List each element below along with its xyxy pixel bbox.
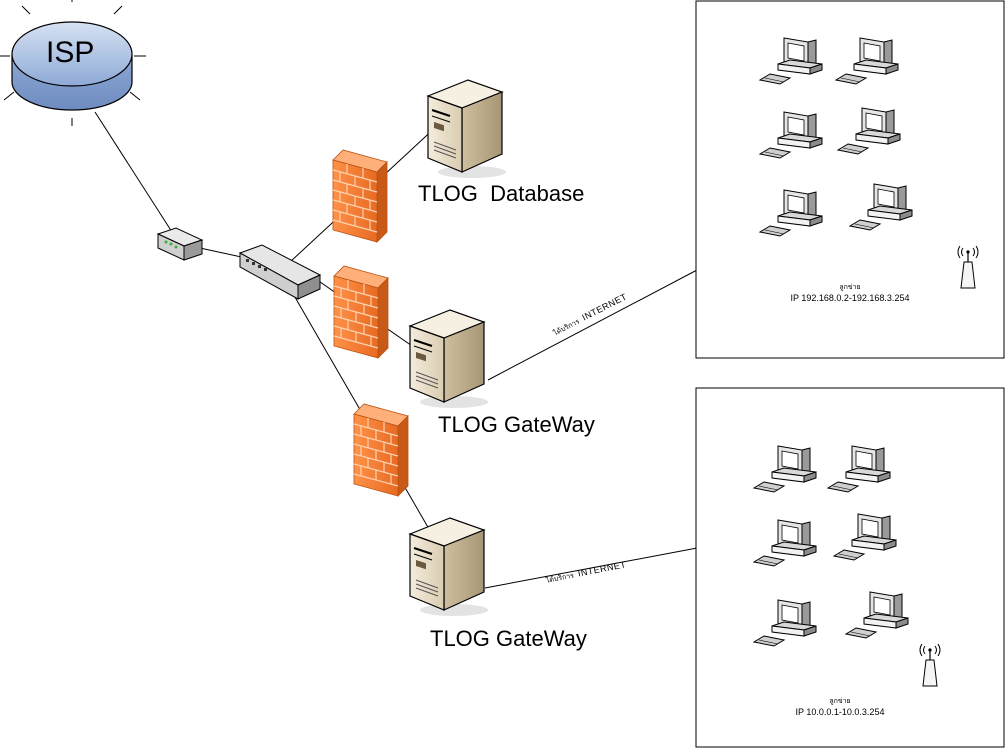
isp-globe-icon bbox=[0, 0, 146, 126]
gateway1-network1-link bbox=[487, 269, 698, 381]
service-thai-label: ได้บริการ bbox=[545, 572, 575, 585]
network-2-caption: ลูกข่าย IP 10.0.0.1-10.0.3.254 bbox=[730, 696, 950, 717]
gateway-server-icon bbox=[409, 309, 489, 409]
firewall-icon bbox=[353, 403, 409, 497]
firewall-icon bbox=[333, 265, 389, 359]
network-2-ip-range: IP 10.0.0.1-10.0.3.254 bbox=[795, 707, 885, 717]
network-1-client-label: ลูกข่าย bbox=[839, 284, 861, 291]
gateway2-network2-link bbox=[484, 547, 698, 589]
database-server-label: TLOG Database bbox=[418, 181, 585, 206]
network-2-client-label: ลูกข่าย bbox=[829, 698, 851, 705]
modem-icon bbox=[156, 227, 204, 261]
network-1-ip-range: IP 192.168.0.2-192.168.3.254 bbox=[790, 293, 910, 303]
network-1-caption: ลูกข่าย IP 192.168.0.2-192.168.3.254 bbox=[740, 282, 960, 303]
isp-modem-link bbox=[94, 111, 173, 233]
firewall-icon bbox=[332, 149, 388, 243]
database-server-icon bbox=[427, 79, 507, 179]
gateway-1-label: TLOG GateWay bbox=[438, 412, 595, 437]
switch-icon bbox=[238, 244, 322, 300]
gateway-server-icon bbox=[409, 517, 489, 617]
client-network-1 bbox=[695, 0, 1005, 359]
isp-label: ISP bbox=[46, 36, 95, 69]
client-network-2 bbox=[695, 387, 1005, 748]
modem-switch-link bbox=[199, 247, 247, 259]
gateway-2-label: TLOG GateWay bbox=[430, 626, 587, 651]
connection-lines bbox=[94, 111, 698, 589]
